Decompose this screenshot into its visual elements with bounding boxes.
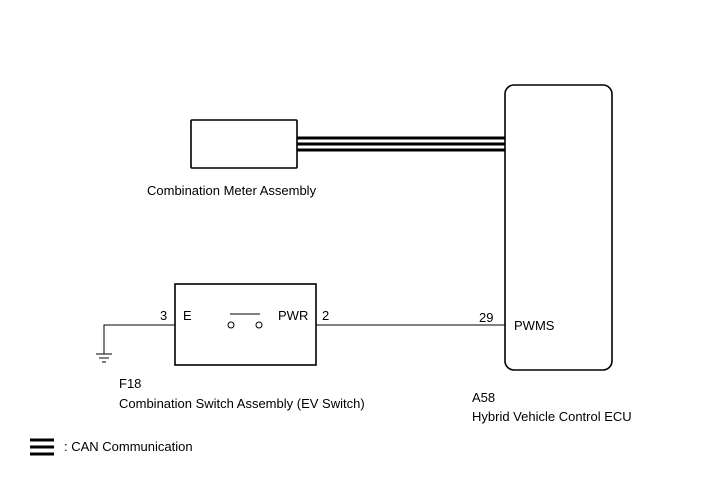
can-bus-line [297, 136, 505, 152]
hv-control-ecu-box [504, 84, 613, 371]
combination-meter-label: Combination Meter Assembly [147, 183, 317, 198]
ground-wire [103, 324, 175, 354]
can-legend-label: : CAN Communication [64, 439, 193, 454]
switch-label: Combination Switch Assembly (EV Switch) [119, 396, 365, 411]
combination-meter-box [190, 119, 298, 169]
ecu-pin-name: PWMS [514, 318, 555, 333]
ground-icon [96, 353, 112, 363]
switch-contact-symbol [227, 313, 263, 329]
combination-switch-box [174, 283, 317, 366]
ecu-pin-number: 29 [479, 310, 493, 325]
can-legend-icon [30, 438, 54, 456]
switch-pin-e-number: 3 [160, 308, 167, 323]
ecu-connector-code: A58 [472, 390, 495, 405]
switch-pin-pwr-number: 2 [322, 308, 329, 323]
switch-pin-e-name: E [183, 308, 192, 323]
ecu-label: Hybrid Vehicle Control ECU [472, 409, 632, 424]
switch-connector-code: F18 [119, 376, 141, 391]
switch-pin-pwr-name: PWR [278, 308, 308, 323]
